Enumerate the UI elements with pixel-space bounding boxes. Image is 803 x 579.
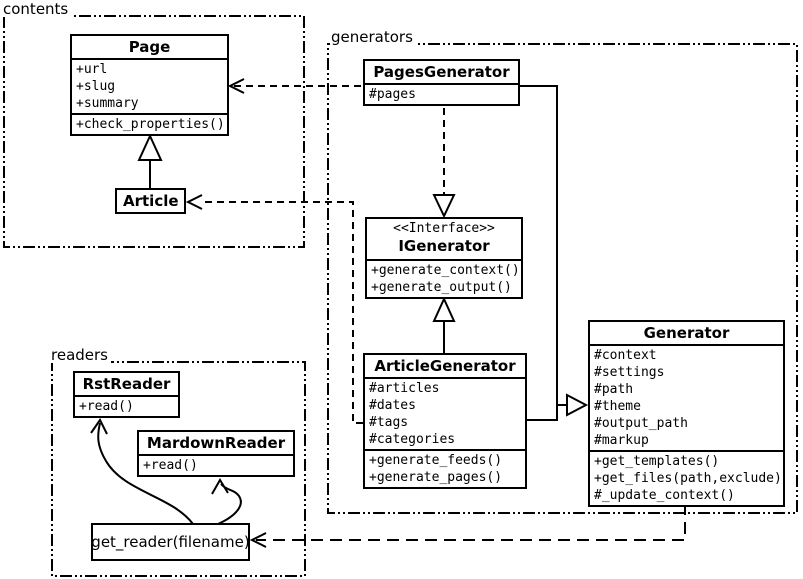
open-arrowhead-mardownreader — [211, 478, 229, 495]
realization-triangle-igenerator-top — [432, 194, 456, 219]
method: +generate_feeds() — [369, 453, 503, 468]
class-title: ArticleGenerator — [365, 355, 525, 379]
package-label-generators: generators — [330, 29, 416, 45]
attribute: #tags — [369, 415, 409, 430]
method: +get_templates() — [594, 454, 720, 469]
open-arrowhead-article — [185, 194, 203, 210]
generalization-triangle-generator-left — [566, 393, 589, 417]
attribute-section: #articles #dates #tags #categories — [365, 379, 525, 449]
attribute: +url — [76, 62, 108, 77]
attribute-section: #context #settings #path #theme #output_… — [590, 346, 783, 450]
class-header: <<Interface>> IGenerator — [367, 219, 521, 261]
class-box-page: Page +url +slug +summary +check_properti… — [70, 34, 229, 136]
method-section: +generate_feeds() +generate_pages() — [365, 449, 525, 487]
attribute: #path — [594, 382, 634, 397]
open-arrowhead-getreader — [249, 532, 267, 548]
function-box-get-reader: get_reader(filename) — [91, 523, 250, 561]
method: #_update_context() — [594, 488, 735, 503]
class-title: IGenerator — [398, 237, 490, 255]
attribute: #categories — [369, 432, 456, 447]
attribute: +slug — [76, 79, 116, 94]
class-box-article-generator: ArticleGenerator #articles #dates #tags … — [363, 353, 527, 489]
package-label-readers: readers — [50, 347, 111, 363]
attribute: +summary — [76, 96, 139, 111]
class-title: RstReader — [75, 373, 178, 397]
attribute-section: +url +slug +summary — [72, 60, 227, 113]
attribute-section: #pages — [365, 85, 518, 104]
attribute: #pages — [369, 87, 416, 102]
class-title: Article — [123, 192, 179, 210]
method: +generate_output() — [371, 280, 512, 295]
method: +read() — [79, 399, 134, 414]
method-section: +read() — [139, 456, 293, 475]
open-arrowhead-page — [227, 78, 245, 94]
open-arrowhead-rstreader — [90, 418, 108, 435]
generalization-triangle-article-to-page — [137, 133, 163, 161]
stereotype: <<Interface>> — [393, 221, 495, 236]
generalization-line-pagesgenerator-to-generator — [520, 85, 567, 406]
package-border-contents — [3, 15, 305, 248]
class-box-mardown-reader: MardownReader +read() — [137, 430, 295, 477]
package-label-contents: contents — [2, 1, 72, 17]
attribute: #articles — [369, 381, 440, 396]
class-title: PagesGenerator — [365, 61, 518, 85]
method: +read() — [143, 458, 198, 473]
association-curve-getreader-to-mardownreader — [217, 483, 242, 525]
package-border-readers — [51, 361, 306, 577]
class-box-rst-reader: RstReader +read() — [73, 371, 180, 418]
class-box-generator: Generator #context #settings #path #them… — [588, 320, 785, 507]
package-border-generators — [327, 43, 798, 514]
method: +get_files(path,exclude) — [594, 471, 782, 486]
class-title: Page — [72, 36, 227, 60]
dependency-line-articlegenerator-to-article — [204, 201, 363, 424]
attribute: #settings — [594, 365, 665, 380]
method-section: +generate_context() +generate_output() — [367, 261, 521, 297]
attribute: #markup — [594, 433, 649, 448]
method-section: +check_properties() — [72, 113, 227, 134]
method-section: +read() — [75, 397, 178, 416]
class-box-pages-generator: PagesGenerator #pages — [363, 59, 520, 106]
method-section: +get_templates() +get_files(path,exclude… — [590, 450, 783, 505]
class-box-igenerator: <<Interface>> IGenerator +generate_conte… — [365, 217, 523, 299]
class-box-article: Article — [115, 188, 186, 214]
method: +check_properties() — [76, 117, 225, 132]
association-curve-getreader-to-rstreader — [97, 422, 194, 525]
class-title: Generator — [590, 322, 783, 346]
class-title: MardownReader — [139, 432, 293, 456]
generalization-triangle-igenerator-bottom — [432, 296, 456, 322]
attribute: #dates — [369, 398, 416, 413]
function-label: get_reader(filename) — [91, 533, 250, 551]
generalization-line-articlegenerator-to-generator — [527, 405, 558, 421]
attribute: #theme — [594, 399, 641, 414]
method: +generate_context() — [371, 263, 520, 278]
method: +generate_pages() — [369, 470, 503, 485]
dependency-line-generator-to-getreader — [256, 503, 686, 541]
attribute: #context — [594, 348, 657, 363]
attribute: #output_path — [594, 416, 688, 431]
